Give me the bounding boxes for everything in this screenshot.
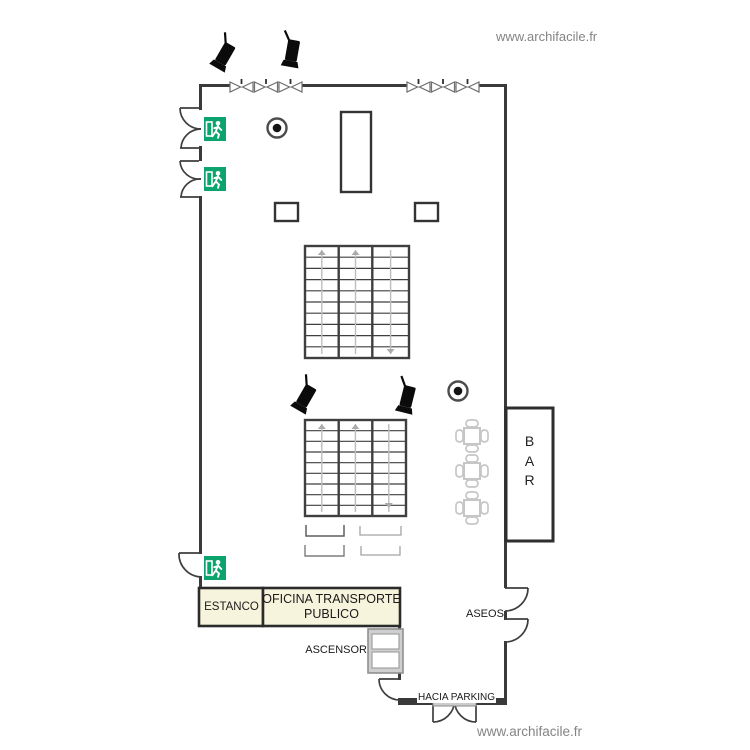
step-rect bbox=[305, 525, 345, 537]
wall-top-left-segment bbox=[199, 84, 230, 87]
elevator-shaft bbox=[367, 628, 404, 674]
estanco-room-label: ESTANCO bbox=[204, 601, 259, 613]
wall-left-segment-4 bbox=[199, 576, 202, 590]
ceiling-light-icon bbox=[447, 380, 469, 402]
window-group-left bbox=[228, 78, 304, 93]
door-left-second-double bbox=[179, 160, 202, 198]
pillar-duct bbox=[339, 110, 373, 194]
bar-room bbox=[504, 406, 555, 543]
oficina-room-label: OFICINA TRANSPORTE PUBLICO bbox=[262, 590, 401, 624]
wall-right-segment-2 bbox=[504, 611, 507, 620]
door-inner-bottom bbox=[378, 678, 401, 701]
watermark-bottom: www.archifacile.fr bbox=[477, 724, 583, 739]
door-aseos-1 bbox=[504, 587, 529, 612]
wall-box-right bbox=[413, 201, 440, 223]
estanco-room bbox=[197, 586, 265, 628]
ceiling-light-icon bbox=[266, 117, 288, 139]
wall-top-right-segment bbox=[478, 84, 507, 87]
table-with-chairs-icon bbox=[455, 491, 489, 525]
exit-sign-icon bbox=[203, 555, 227, 581]
door-left-bottom bbox=[178, 552, 202, 578]
landing-steps bbox=[304, 525, 402, 557]
aseos-label: ASEOS bbox=[466, 608, 504, 620]
hacia-parking-label: HACIA PARKING bbox=[417, 692, 497, 703]
window-icon bbox=[277, 78, 304, 93]
door-aseos-2 bbox=[504, 618, 529, 643]
step-rect bbox=[359, 526, 402, 536]
oficina-label-line1: OFICINA TRANSPORTE bbox=[262, 592, 401, 607]
window-group-right bbox=[405, 78, 481, 93]
wall-top-middle-segment bbox=[302, 84, 407, 87]
bar-letter: R bbox=[524, 472, 535, 488]
window-icon bbox=[228, 78, 255, 93]
table-with-chairs-icon bbox=[455, 454, 489, 488]
door-left-top-double bbox=[179, 107, 202, 149]
staircase-lower bbox=[303, 418, 408, 518]
oficina-room bbox=[261, 586, 402, 628]
step-rect bbox=[304, 545, 345, 557]
bar-room-label: B A R bbox=[506, 432, 553, 491]
wall-right-segment-3 bbox=[504, 641, 507, 703]
wall-left-segment-1 bbox=[199, 84, 202, 110]
watermark-top: www.archifacile.fr bbox=[496, 29, 598, 44]
stair-direction-arrows bbox=[317, 250, 395, 354]
window-icon bbox=[429, 78, 457, 93]
step-rect bbox=[360, 546, 401, 556]
cctv-camera-icon bbox=[391, 374, 422, 416]
wall-right-segment-1 bbox=[504, 84, 507, 588]
table-with-chairs-icon bbox=[455, 419, 489, 453]
wall-bottom-left-segment bbox=[398, 698, 433, 705]
oficina-label-line2: PUBLICO bbox=[304, 607, 359, 621]
window-icon bbox=[405, 78, 432, 93]
window-icon bbox=[454, 78, 481, 93]
cctv-camera-icon bbox=[287, 373, 325, 416]
wall-left-segment-3 bbox=[199, 196, 202, 554]
cctv-camera-icon bbox=[206, 31, 244, 74]
staircase-upper bbox=[303, 244, 411, 360]
bar-letter: B bbox=[524, 433, 535, 449]
window-icon bbox=[252, 78, 280, 93]
wall-left-segment-2 bbox=[199, 146, 202, 161]
exit-sign-icon bbox=[203, 166, 227, 192]
exit-sign-icon bbox=[203, 116, 227, 142]
ascensor-label: ASCENSOR bbox=[305, 644, 367, 656]
doors bbox=[178, 107, 529, 723]
cctv-camera-icon bbox=[277, 29, 306, 70]
stair-direction-arrows bbox=[317, 424, 393, 508]
wall-box-left bbox=[273, 201, 300, 223]
bar-letter: A bbox=[524, 452, 535, 469]
